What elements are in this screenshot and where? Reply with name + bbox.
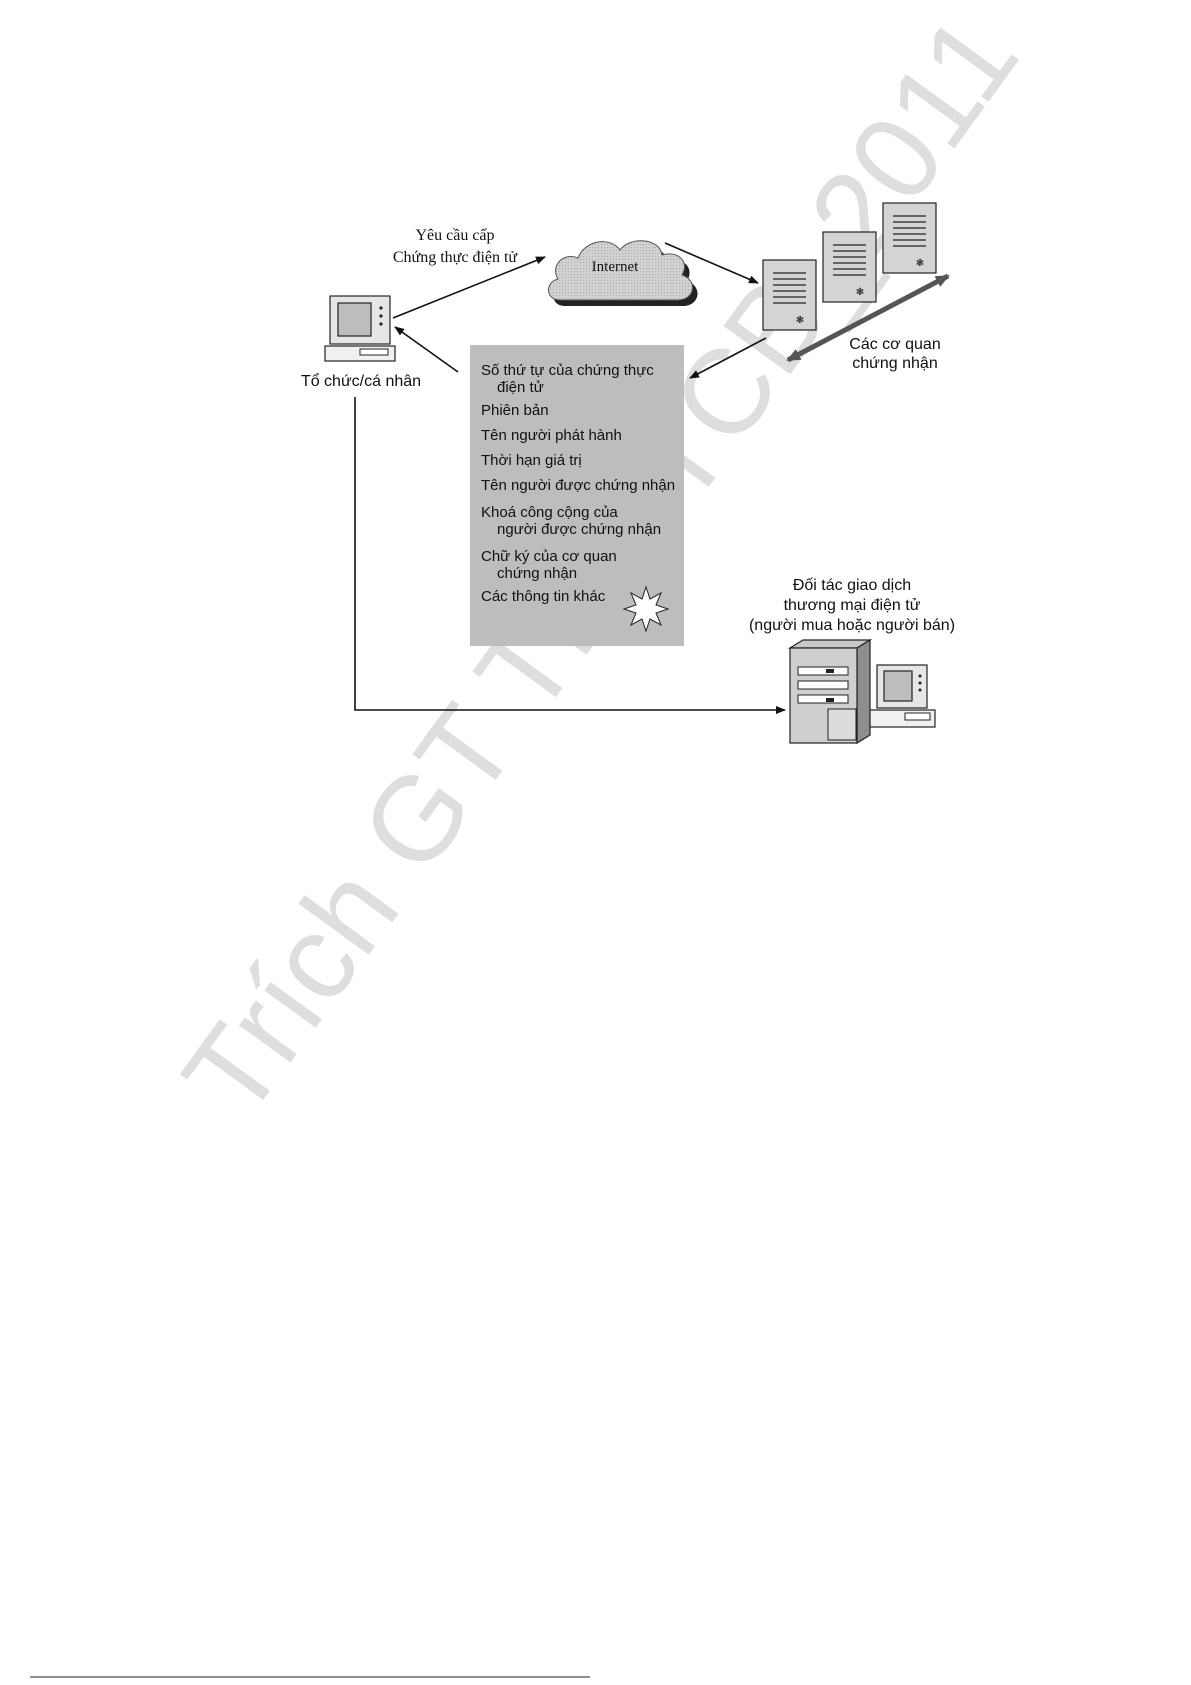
svg-text:❃: ❃ — [856, 287, 864, 298]
partner-label-line3: (người mua hoặc người bán) — [749, 617, 955, 634]
starburst-icon — [622, 585, 670, 633]
field-signature-line2: chứng nhận — [497, 565, 577, 582]
field-serial-line1: Số thứ tự của chứng thực — [481, 362, 654, 379]
computer-icon — [324, 295, 396, 362]
organization-label: Tổ chức/cá nhân — [301, 372, 421, 390]
internet-label: Internet — [592, 259, 639, 275]
field-other: Các thông tin khác — [481, 588, 606, 605]
arrow-request-to-internet — [392, 256, 546, 319]
authorities-label-line1: Các cơ quan — [849, 336, 940, 353]
server-tower-icon — [787, 638, 873, 745]
cloud-icon — [548, 240, 698, 306]
field-version: Phiên bản — [481, 402, 549, 419]
request-label-line2: Chứng thực điện tử — [393, 249, 519, 266]
partner-label-line2: thương mại điện tử — [784, 597, 921, 614]
certificate-document-icon: ❃ — [762, 259, 817, 331]
svg-text:❃: ❃ — [796, 315, 804, 326]
field-serial-line2: điện tử — [497, 379, 544, 396]
field-subject: Tên người được chứng nhận — [481, 477, 675, 494]
field-validity: Thời hạn giá trị — [481, 452, 582, 469]
svg-text:❃: ❃ — [916, 258, 924, 269]
arrow-panel-to-organization — [394, 326, 459, 373]
arrow-organization-to-partner — [354, 397, 786, 714]
field-issuer: Tên người phát hành — [481, 427, 622, 444]
arrow-authorities-to-panel — [689, 337, 767, 379]
field-signature-line1: Chữ ký của cơ quan — [481, 548, 617, 565]
certificate-document-icon: ❃ — [882, 202, 937, 274]
field-public-key-line2: người được chứng nhận — [497, 521, 661, 538]
authority-double-arrow — [786, 273, 950, 363]
arrow-internet-to-authorities — [664, 242, 759, 284]
authorities-label-line2: chứng nhận — [852, 355, 937, 372]
computer-icon — [869, 664, 936, 728]
request-label-line1: Yêu cầu cấp — [415, 227, 494, 244]
certificate-document-icon: ❃ — [822, 231, 877, 303]
field-public-key-line1: Khoá công cộng của — [481, 504, 618, 521]
partner-label-line1: Đối tác giao dịch — [793, 577, 911, 594]
